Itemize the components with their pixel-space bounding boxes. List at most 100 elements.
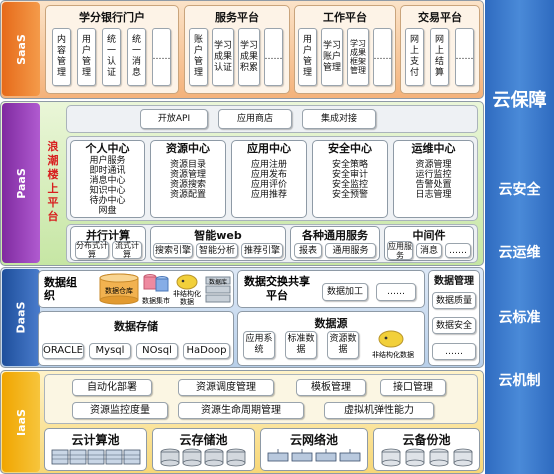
resource-center-item: 资源配置 (169, 190, 206, 200)
vm-elastic-box: 虚拟机弹性能力 (324, 402, 434, 419)
app-center-item: 应用评价 (250, 180, 287, 190)
resource-center-list: 资源目录 资源管理 资源搜索 资源配置 (150, 160, 226, 200)
security-center-item: 安全审计 (331, 170, 368, 180)
storage-disk-icon (160, 448, 246, 467)
personal-center-item: 待办中心 (89, 196, 126, 206)
ops-center-title: 运维中心 (411, 142, 456, 155)
data-warehouse-label: 数据仓库 (105, 287, 133, 295)
common-services-title: 各种通用服务 (302, 229, 368, 242)
resource-schedule-box: 资源调度管理 (178, 379, 274, 396)
source-nonstruct-label: 非结构化数据 (372, 351, 414, 359)
cloud-security-label: 云安全 (498, 182, 541, 198)
personal-center (70, 140, 145, 218)
data-mart-label: 数据集市 (142, 297, 170, 305)
saas-item-framework-mgmt: 学习成果框架管理 (347, 28, 369, 86)
saas-group-work-title: 工作平台 (323, 11, 367, 24)
ops-center-list: 资源管理 运行监控 告警处置 日志管理 (393, 160, 474, 200)
personal-center-item: 用户服务 (89, 156, 126, 166)
server-rack-icon (51, 449, 141, 465)
app-store-box: 应用商店 (218, 109, 292, 129)
cloud-standard-label: 云标准 (498, 310, 541, 326)
paas-layer-label: PaaS (2, 103, 40, 263)
smart-web-title: 智能web (194, 229, 242, 242)
resource-center-item: 资源搜索 (169, 180, 206, 190)
interface-mgmt-box: 接口管理 (380, 379, 446, 396)
app-center-title: 应用中心 (247, 142, 291, 155)
personal-center-item: 即时通讯 (89, 166, 126, 176)
personal-center-item: 网盘 (98, 206, 117, 216)
data-security-box: 数据安全 (432, 317, 476, 334)
storage-pool-title: 云存储池 (179, 433, 228, 447)
saas-item-learn-account: 学习账户管理 (321, 28, 343, 86)
exchange-more-box: …… (376, 283, 416, 301)
open-api-box: 开放API (140, 109, 208, 129)
personal-center-list: 用户服务 即时通讯 消息中心 知识中心 待办中心 网盘 (70, 156, 145, 216)
saas-group-trade-title: 交易平台 (418, 11, 462, 24)
app-center-list: 应用注册 应用发布 应用评价 应用推荐 (231, 160, 307, 200)
backup-pool-title: 云备份池 (402, 433, 451, 447)
security-center-item: 安全监控 (331, 180, 368, 190)
backup-disk-icon (381, 448, 473, 467)
personal-center-item: 消息中心 (89, 176, 126, 186)
resource-center-title: 资源中心 (166, 142, 210, 155)
compute-pool-title: 云计算池 (71, 433, 120, 447)
data-quality-box: 数据质量 (432, 292, 476, 309)
smart-analysis-box: 智能分析 (196, 243, 238, 258)
security-center-title: 安全中心 (328, 142, 372, 155)
nosql-box: NOsql (136, 343, 178, 359)
source-elephant-icon (378, 330, 404, 348)
resource-center (150, 140, 226, 218)
ops-center-item: 运行监控 (415, 170, 452, 180)
auto-deploy-box: 自动化部署 (72, 379, 152, 396)
lifecycle-mgmt-box: 资源生命周期管理 (178, 402, 304, 419)
hadoop-box: HaDoop (183, 343, 230, 359)
saas-layer-label: SaaS (2, 2, 40, 96)
standard-data-box: 标准数据 (285, 331, 317, 359)
cloud-ops-label: 云运维 (498, 245, 541, 261)
data-org-title: 数据组织 (44, 276, 77, 302)
ops-center (393, 140, 474, 218)
iaas-layer-label: IaaS (2, 372, 40, 472)
saas-group-service-title: 服务平台 (215, 11, 259, 24)
saas-item-work-user-mgmt: 用户管理 (298, 28, 317, 86)
resource-center-item: 资源管理 (169, 170, 206, 180)
app-center-item: 应用注册 (250, 160, 287, 170)
security-center (312, 140, 388, 218)
app-center (231, 140, 307, 218)
saas-group-portal-title: 学分银行门户 (79, 11, 145, 24)
cloud-assurance-title: 云保障 (492, 90, 547, 111)
app-service-box: 应用服务 (387, 241, 413, 260)
report-box: 报表 (294, 243, 322, 258)
integration-box: 集成对接 (302, 109, 376, 129)
search-engine-box: 搜索引擎 (153, 243, 193, 258)
middleware-more-box: …… (445, 243, 471, 258)
saas-item-more-2: …… (264, 28, 283, 86)
manage-more-box: …… (432, 343, 476, 360)
app-system-box: 应用系统 (243, 331, 275, 359)
database-label: 数据库 (208, 279, 227, 286)
cloud-mechanism-label: 云机制 (498, 373, 541, 389)
stream-computing-box: 流式计算 (112, 241, 142, 259)
security-center-item: 安全策略 (331, 160, 368, 170)
resource-center-item: 资源目录 (169, 160, 206, 170)
saas-item-unified-msg: 统一消息 (127, 28, 146, 86)
security-center-item: 安全预警 (331, 190, 368, 200)
distributed-computing-box: 分布式计算 (75, 241, 109, 259)
saas-item-online-settle: 网上结算 (430, 28, 449, 86)
ops-center-item: 资源管理 (415, 160, 452, 170)
saas-item-content-mgmt: 内容管理 (52, 28, 71, 86)
mysql-box: Mysql (89, 343, 131, 359)
resource-data-box: 资源数据 (327, 331, 359, 359)
data-processing-box: 数据加工 (322, 283, 368, 301)
app-center-item: 应用发布 (250, 170, 287, 180)
template-mgmt-box: 模板管理 (296, 379, 366, 396)
saas-item-more-4: …… (455, 28, 474, 86)
app-center-item: 应用推荐 (250, 190, 287, 200)
daas-layer-label: DaaS (2, 269, 40, 366)
paas-platform-label: 浪潮楼上平台 (47, 140, 59, 223)
message-box: 消息 (416, 243, 442, 258)
saas-item-user-mgmt: 用户管理 (77, 28, 96, 86)
personal-center-item: 知识中心 (89, 186, 126, 196)
data-storage-title: 数据存储 (114, 320, 158, 333)
saas-item-more-1: …… (152, 28, 171, 86)
